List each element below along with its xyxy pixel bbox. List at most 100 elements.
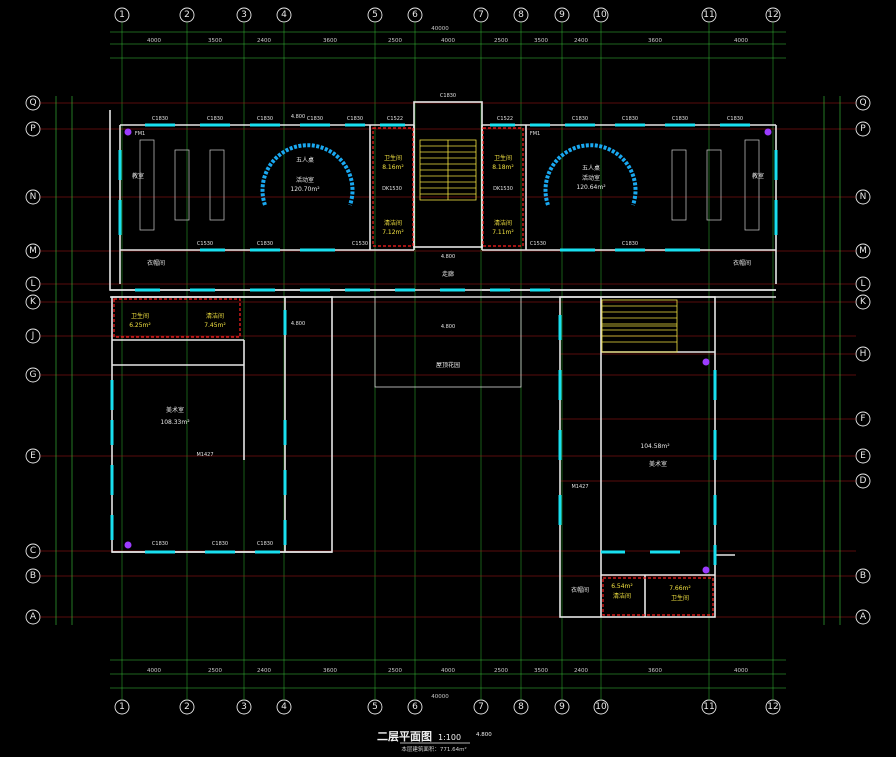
- dimension-label: 2500: [494, 38, 508, 44]
- axis-label: E: [30, 451, 36, 461]
- room-area-clean-right: 7.11m²: [492, 229, 514, 236]
- room-area-wc-b: 7.66m²: [669, 585, 691, 592]
- room-label-wc-left: 卫生间: [384, 154, 402, 162]
- axis-label: L: [860, 279, 865, 289]
- room-area-wc-left: 8.16m²: [382, 164, 404, 171]
- area-note: 本层建筑面积：771.64m²: [401, 745, 466, 753]
- dimension-label: 4000: [441, 668, 455, 674]
- window-tag: DK1530: [493, 186, 513, 192]
- drawing-title: 二层平面图: [377, 730, 432, 743]
- window-tags: C1830 C1830 C1830 C1830 C1830 C1522 C183…: [135, 93, 743, 547]
- window-tag: C1830: [207, 116, 223, 122]
- room-area-wc-right: 8.18m²: [492, 164, 514, 171]
- window-tag: C1830: [212, 541, 228, 547]
- dimension-label: 3500: [208, 38, 222, 44]
- room-area-activity-right: 120.64m²: [576, 184, 606, 191]
- axis-label: 12: [767, 10, 778, 20]
- window-tag: C1830: [622, 241, 638, 247]
- axis-label: D: [860, 476, 867, 486]
- axis-label: Q: [29, 98, 36, 108]
- room-area-clean-k: 7.45m²: [204, 322, 226, 329]
- room-label-music-left: 五人桌: [296, 156, 314, 164]
- dimension-label: 2500: [208, 668, 222, 674]
- window-tag: C1830: [440, 93, 456, 99]
- window-tag: C1830: [257, 241, 273, 247]
- room-label-wc-k: 卫生间: [131, 312, 149, 320]
- window-tag: C1522: [387, 116, 403, 122]
- window-tag: C1530: [197, 241, 213, 247]
- axis-label: E: [860, 451, 866, 461]
- room-label-wc-b: 卫生间: [671, 594, 689, 602]
- window-tag: C1830: [727, 116, 743, 122]
- axis-label: G: [30, 370, 37, 380]
- dimension-label: 2500: [388, 38, 402, 44]
- room-area-clean-b: 6.54m²: [611, 583, 633, 590]
- dimension-label: 4000: [734, 668, 748, 674]
- dimension-label: 3600: [648, 668, 662, 674]
- room-label-storage-b: 衣帽间: [571, 586, 589, 594]
- room-area-art-right: 104.58m²: [640, 443, 670, 450]
- elevation-mark: 4.800: [291, 114, 305, 120]
- room-label-art-left: 美术室: [166, 406, 184, 414]
- bottom-axis-bubbles: 1 2 3 4 5 6 7 8 9 10 11 12: [114, 699, 781, 715]
- room-label-activity-left: 活动室: [296, 176, 314, 184]
- axis-label: 7: [478, 10, 484, 20]
- elevation-mark: 4.800: [291, 321, 305, 327]
- dimension-label: 4000: [734, 38, 748, 44]
- axis-label: 1: [119, 10, 125, 20]
- dimension-label: 3600: [648, 38, 662, 44]
- dimension-label: 3500: [534, 38, 548, 44]
- axis-label: M: [859, 246, 867, 256]
- room-label-clean-left: 清洁间: [384, 219, 402, 227]
- room-labels: 教室 五人桌 活动室 120.70m² 卫生间 8.16m² 清洁间 7.12m…: [129, 154, 764, 602]
- drawing-scale: 1:100: [438, 733, 461, 742]
- room-label-wc-right: 卫生间: [494, 154, 512, 162]
- window-tag: C1830: [257, 116, 273, 122]
- activity-arc-left: [260, 143, 355, 206]
- axis-label: P: [30, 124, 36, 134]
- axis-label: K: [30, 297, 37, 307]
- left-axis-bubbles: Q P N M L K J G E C B A: [25, 95, 41, 625]
- stair-main: [419, 139, 477, 201]
- window-tag: DK1530: [382, 186, 402, 192]
- axis-label: 5: [372, 10, 378, 20]
- room-label-storage-left: 衣帽间: [147, 259, 165, 267]
- axis-label: 10: [595, 10, 607, 20]
- room-label-activity-right: 活动室: [582, 174, 600, 182]
- room-area-clean-left: 7.12m²: [382, 229, 404, 236]
- axis-label: H: [860, 349, 867, 359]
- axis-label: 2: [184, 10, 190, 20]
- dimension-label: 4000: [441, 38, 455, 44]
- axis-label: 2: [184, 702, 190, 712]
- dimension-label: 2500: [494, 668, 508, 674]
- top-dimension-lines: [110, 31, 786, 59]
- elevation-mark: 4.800: [441, 324, 455, 330]
- axis-label: K: [860, 297, 867, 307]
- horizontal-grid-lines: [40, 102, 856, 618]
- room-area-activity-left: 120.70m²: [290, 186, 320, 193]
- door-tag: M1427: [196, 452, 213, 458]
- axis-label: 8: [518, 10, 524, 20]
- window-tag: C1830: [152, 116, 168, 122]
- door-tag: M1427: [571, 484, 588, 490]
- axis-label: M: [29, 246, 37, 256]
- room-area-wc-k: 6.25m²: [129, 322, 151, 329]
- axis-label: 6: [412, 702, 418, 712]
- bottom-total-dimension: 40000: [431, 694, 449, 700]
- room-label-music-right: 五人桌: [582, 164, 600, 172]
- axis-label: 11: [703, 10, 714, 20]
- dimension-label: 3600: [323, 38, 337, 44]
- dimension-label: 2400: [257, 38, 271, 44]
- window-tag: C1830: [257, 541, 273, 547]
- wet-areas: [113, 127, 714, 616]
- room-label-clean-b: 清洁间: [613, 592, 631, 600]
- room-label-classroom-left: 教室: [132, 172, 144, 180]
- axis-label: B: [860, 571, 866, 581]
- elevation-marks: 4.800 4.800 4.800 4.800: [291, 114, 455, 330]
- window-tag: C1830: [672, 116, 688, 122]
- dimension-label: 3500: [534, 668, 548, 674]
- dimension-label: 4000: [147, 38, 161, 44]
- room-label-corridor: 走廊: [442, 270, 454, 278]
- window-tag: C1830: [307, 116, 323, 122]
